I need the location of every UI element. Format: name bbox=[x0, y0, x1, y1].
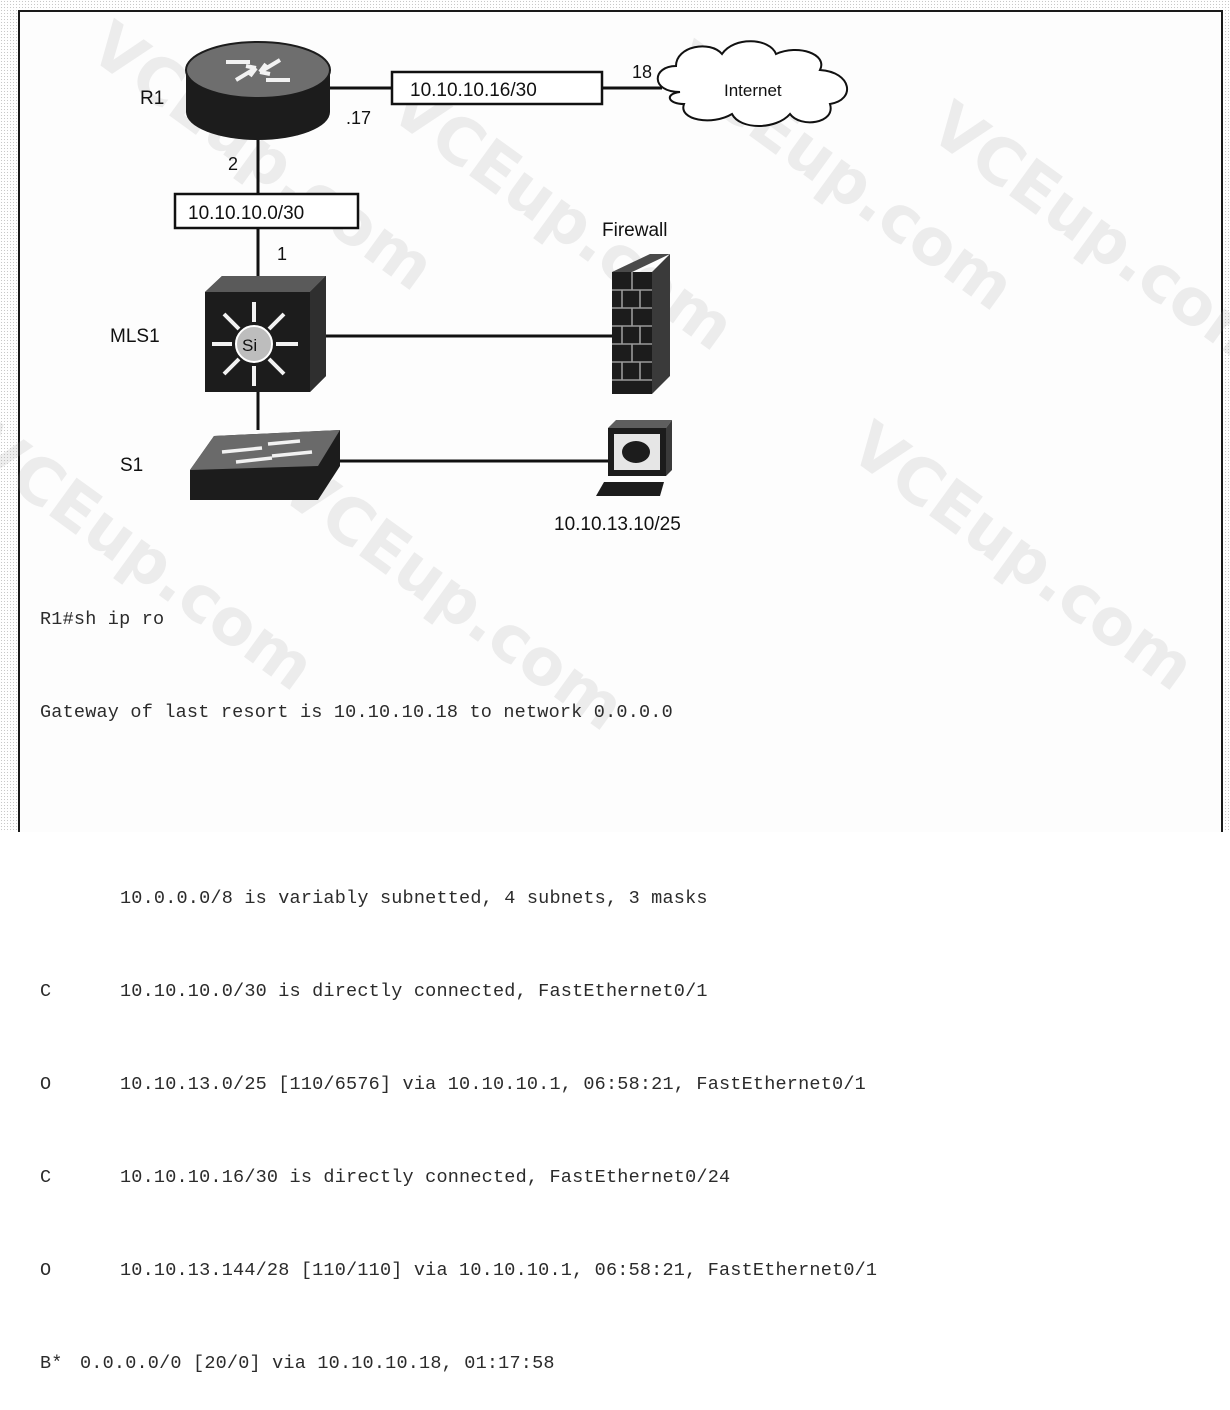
route-text: 0.0.0.0/0 [20/0] via 10.10.10.18, 01:17:… bbox=[80, 1353, 555, 1374]
multilayer-switch-icon bbox=[205, 276, 326, 392]
firewall-label: Firewall bbox=[602, 220, 667, 241]
firewall-icon bbox=[612, 254, 670, 394]
route-code: B* bbox=[40, 1353, 63, 1374]
route-code: O bbox=[40, 1260, 52, 1281]
cli-summary-line: 10.0.0.0/8 is variably subnetted, 4 subn… bbox=[120, 888, 708, 909]
router-label: R1 bbox=[140, 88, 164, 109]
default-route-entry: B* 0.0.0.0/0 [20/0] via 10.10.10.18, 01:1… bbox=[40, 1348, 1220, 1379]
switch-icon bbox=[190, 430, 340, 500]
switch-label: S1 bbox=[120, 455, 143, 476]
computer-icon bbox=[596, 420, 672, 496]
route-entry: C 10.10.10.16/30 is directly connected, F… bbox=[40, 1162, 1220, 1193]
route-code: O bbox=[40, 1074, 52, 1095]
mls-chip-label: Si bbox=[242, 336, 257, 355]
route-entry: C 10.10.10.0/30 is directly connected, Fa… bbox=[40, 976, 1220, 1007]
route-text: 10.10.13.0/25 [110/6576] via 10.10.10.1,… bbox=[120, 1074, 866, 1095]
cloud-icon bbox=[656, 40, 848, 127]
cli-blank-line bbox=[40, 790, 1220, 821]
internet-label: Internet bbox=[724, 81, 782, 100]
cli-gateway-line: Gateway of last resort is 10.10.10.18 to… bbox=[40, 702, 673, 723]
router-port-label: 2 bbox=[228, 154, 238, 174]
host-ip-label: 10.10.13.10/25 bbox=[554, 514, 681, 535]
subnet-box bbox=[390, 70, 604, 106]
route-text: 10.10.13.144/28 [110/110] via 10.10.10.1… bbox=[120, 1260, 878, 1281]
route-entry: O 10.10.13.0/25 [110/6576] via 10.10.10.1… bbox=[40, 1069, 1220, 1100]
cli-output: R1#sh ip ro Gateway of last resort is 10… bbox=[40, 542, 1220, 1410]
route-code: C bbox=[40, 981, 52, 1002]
subnet-box bbox=[173, 192, 360, 230]
mls-port-label: 1 bbox=[277, 244, 287, 264]
mls-label: MLS1 bbox=[110, 326, 160, 347]
subnet-label: 10.10.10.0/30 bbox=[188, 203, 304, 224]
route-entry: O 10.10.13.144/28 [110/110] via 10.10.10.… bbox=[40, 1255, 1220, 1286]
route-code: C bbox=[40, 1167, 52, 1188]
subnet-label: 10.10.10.16/30 bbox=[410, 80, 537, 101]
isp-port-label: 18 bbox=[632, 62, 652, 82]
router-port-label: .17 bbox=[346, 108, 371, 128]
route-text: 10.10.10.16/30 is directly connected, Fa… bbox=[120, 1167, 731, 1188]
route-text: 10.10.10.0/30 is directly connected, Fas… bbox=[120, 981, 708, 1002]
network-diagram: R1 2 .17 10.10.10.16/30 18 Internet 10.1… bbox=[110, 40, 848, 535]
router-icon bbox=[185, 41, 331, 140]
cli-command: R1#sh ip ro bbox=[40, 609, 165, 630]
